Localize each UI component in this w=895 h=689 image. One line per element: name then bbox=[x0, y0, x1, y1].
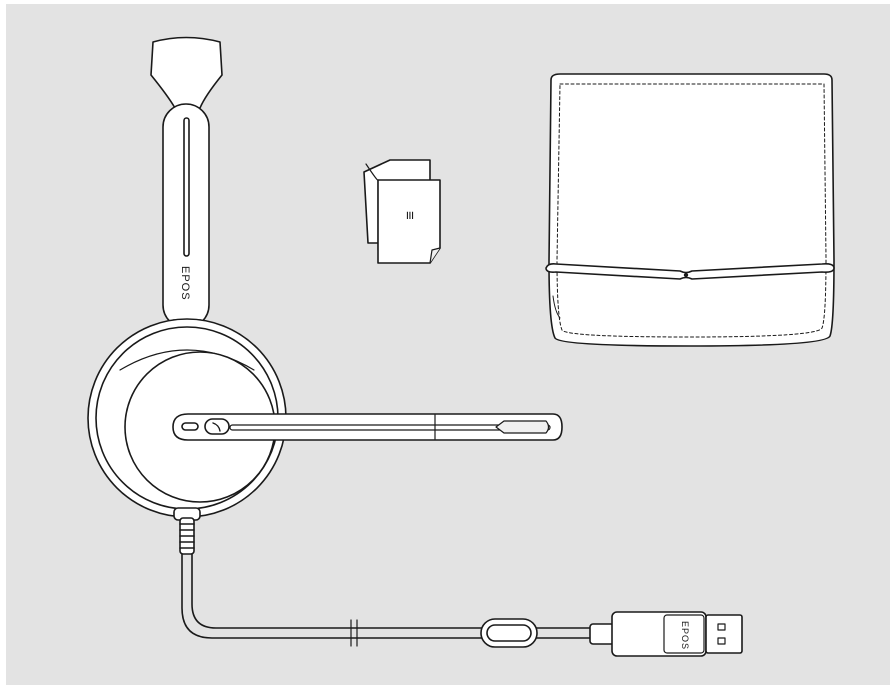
headband-slot bbox=[183, 117, 190, 257]
pouch-bottom-fold bbox=[552, 295, 561, 319]
mic-boom bbox=[172, 413, 563, 441]
pouch-stitching bbox=[556, 83, 827, 338]
usb-plug-hole-2 bbox=[717, 637, 726, 645]
usb-strain-relief bbox=[589, 623, 615, 645]
pouch-drawstring bbox=[545, 263, 835, 280]
mute-indicator bbox=[181, 422, 199, 431]
pouch-drawstring-knot bbox=[683, 272, 689, 278]
guide-front-page bbox=[377, 179, 441, 264]
cable-wire-inner bbox=[191, 553, 593, 629]
cable-wire-outer bbox=[181, 553, 593, 639]
usb-plug-hole-1 bbox=[717, 623, 726, 631]
headband-logo: EPOS bbox=[179, 266, 191, 301]
usb-connector-face bbox=[663, 614, 705, 654]
usb-cable: EPOS bbox=[181, 553, 743, 657]
quick-guide: ≡ bbox=[363, 159, 441, 264]
usb-plug bbox=[705, 614, 743, 654]
mic-tip bbox=[495, 420, 550, 434]
cable-clip-inner bbox=[486, 624, 532, 642]
strain-relief bbox=[179, 517, 195, 555]
guide-page-curl bbox=[429, 247, 441, 264]
pouch-body bbox=[548, 73, 835, 347]
headband-top bbox=[150, 36, 223, 109]
guide-logo: ≡ bbox=[401, 211, 418, 220]
call-button bbox=[204, 418, 230, 435]
headset: EPOS bbox=[87, 36, 563, 555]
call-icon bbox=[212, 422, 221, 432]
boom-groove bbox=[229, 424, 551, 431]
usb-logo: EPOS bbox=[680, 621, 690, 650]
carry-pouch bbox=[545, 73, 835, 347]
